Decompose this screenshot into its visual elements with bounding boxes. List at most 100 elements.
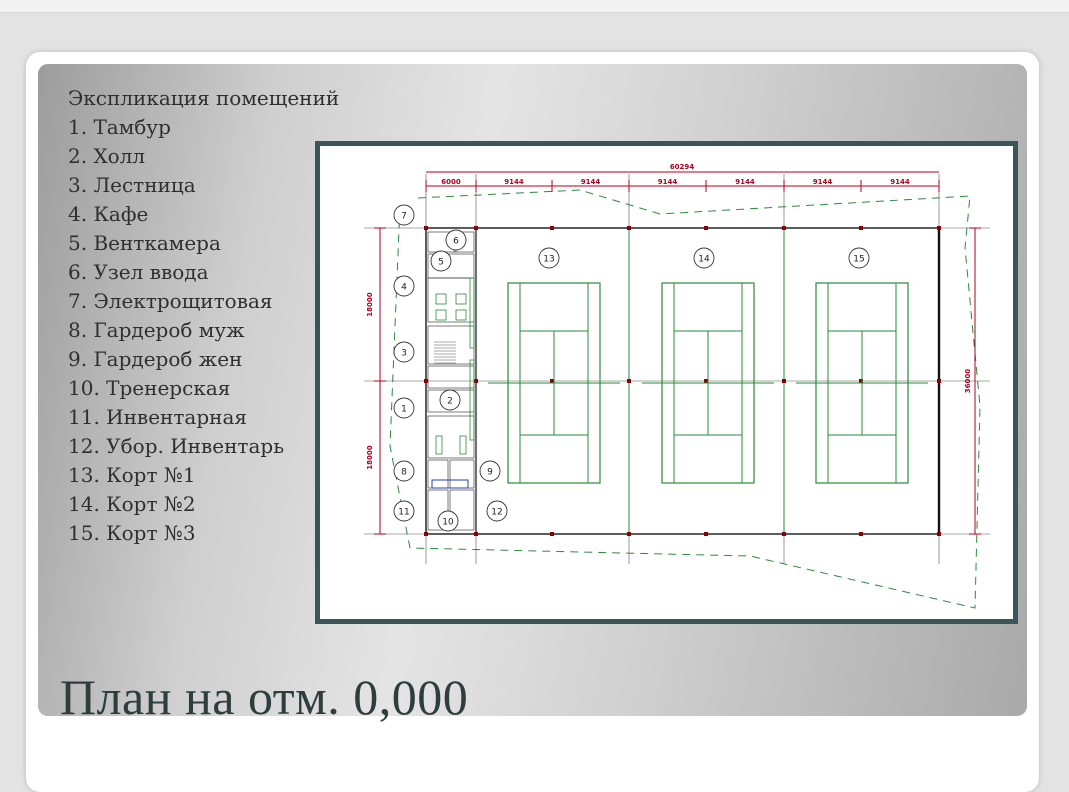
column-marker: [550, 532, 554, 536]
column-marker: [704, 532, 708, 536]
room-marker-label: 11: [398, 508, 409, 518]
dimension-label: 9144: [658, 178, 678, 186]
column-marker: [782, 532, 786, 536]
column-marker: [937, 226, 941, 230]
site-boundary-line: [389, 189, 981, 609]
room-marker-circle: [393, 500, 415, 522]
legend-item: 14. Корт №2: [68, 492, 196, 516]
room-marker-label: 3: [401, 349, 407, 359]
room-marker-circle: [430, 250, 452, 272]
column-marker: [550, 379, 554, 383]
column-marker: [474, 226, 478, 230]
dimension-label: 60294: [670, 163, 694, 171]
column-marker: [937, 379, 941, 383]
column-marker: [474, 532, 478, 536]
room-marker-label: 2: [447, 397, 453, 407]
cafe-table: [435, 309, 447, 321]
legend-item: 4. Кафе: [68, 202, 149, 226]
sanitary-fixture: [431, 479, 469, 489]
room-outline: [427, 415, 475, 459]
column-marker: [704, 379, 708, 383]
column-marker: [859, 226, 863, 230]
column-marker: [627, 379, 631, 383]
column-marker: [859, 532, 863, 536]
column-marker: [704, 226, 708, 230]
corridor-fixture: [469, 277, 475, 349]
room-marker: 13: [538, 247, 560, 269]
room-outline: [449, 459, 475, 489]
building-outline: [424, 226, 941, 536]
tennis-court: [796, 282, 928, 484]
room-marker-label: 4: [401, 283, 407, 293]
room-marker-circle: [538, 247, 560, 269]
legend-item: 3. Лестница: [68, 173, 196, 197]
room-outline: [449, 489, 475, 531]
dimension-label: 6000: [441, 178, 461, 186]
room-marker: 6: [445, 229, 467, 251]
room-marker-circle: [393, 275, 415, 297]
column-marker: [782, 379, 786, 383]
room-marker-circle: [437, 510, 459, 532]
room-marker-circle: [479, 460, 501, 482]
column-marker: [550, 226, 554, 230]
room-marker-circle: [393, 397, 415, 419]
corridor-fixture: [469, 359, 475, 441]
legend-item: 7. Электрощитовая: [68, 289, 273, 313]
room-outline: [427, 459, 449, 489]
room-marker-label: 14: [698, 255, 710, 265]
room-marker-label: 13: [543, 255, 554, 265]
tennis-court: [488, 282, 620, 484]
room-marker: 12: [486, 500, 508, 522]
column-marker: [859, 379, 863, 383]
room-marker: 2: [439, 389, 461, 411]
legend-title: Экспликация помещений: [68, 86, 340, 110]
room-explication-list: Экспликация помещений 1. Тамбур 2. Холл …: [68, 84, 339, 548]
room-marker: 3: [393, 341, 415, 363]
column-marker: [937, 532, 941, 536]
legend-item: 12. Убор. Инвентарь: [68, 434, 285, 458]
slide-title: План на отм. 0,000: [60, 669, 469, 725]
room-marker: 8: [393, 460, 415, 482]
locker-bench: [435, 435, 443, 455]
dimension-label: 36000: [964, 369, 972, 393]
room-marker-circle: [445, 229, 467, 251]
column-marker: [782, 226, 786, 230]
browser-top-bar: [0, 0, 1069, 13]
column-marker: [424, 532, 428, 536]
room-marker-label: 12: [491, 508, 502, 518]
room-marker: 9: [479, 460, 501, 482]
legend-item: 6. Узел ввода: [68, 260, 209, 284]
room-marker-circle: [393, 460, 415, 482]
room-marker-label: 1: [401, 405, 407, 415]
legend-item: 11. Инвентарная: [68, 405, 248, 429]
dimension-label: 18000: [366, 445, 374, 469]
dimension-label: 9144: [813, 178, 833, 186]
room-marker-circle: [486, 500, 508, 522]
dimension-label: 9144: [581, 178, 601, 186]
dimension-label: 9144: [890, 178, 910, 186]
room-marker-circle: [439, 389, 461, 411]
locker-bench: [459, 435, 467, 455]
cafe-table: [455, 309, 467, 321]
room-marker-circle: [393, 204, 415, 226]
cafe-table: [455, 293, 467, 305]
legend-item: 1. Тамбур: [68, 115, 171, 139]
dimension-label: 18000: [366, 292, 374, 316]
room-marker-label: 15: [853, 255, 864, 265]
column-marker: [627, 532, 631, 536]
legend-item: 8. Гардероб муж: [68, 318, 245, 342]
tennis-courts: [488, 282, 928, 484]
room-marker: 4: [393, 275, 415, 297]
legend-item: 9. Гардероб жен: [68, 347, 243, 371]
room-marker-circle: [393, 341, 415, 363]
room-marker-label: 8: [401, 468, 407, 478]
column-marker: [424, 379, 428, 383]
room-marker-label: 7: [401, 212, 407, 222]
room-marker-circle: [693, 247, 715, 269]
cafe-table: [435, 293, 447, 305]
room-marker: 5: [430, 250, 452, 272]
room-marker: 15: [848, 247, 870, 269]
room-marker-label: 10: [442, 518, 454, 528]
